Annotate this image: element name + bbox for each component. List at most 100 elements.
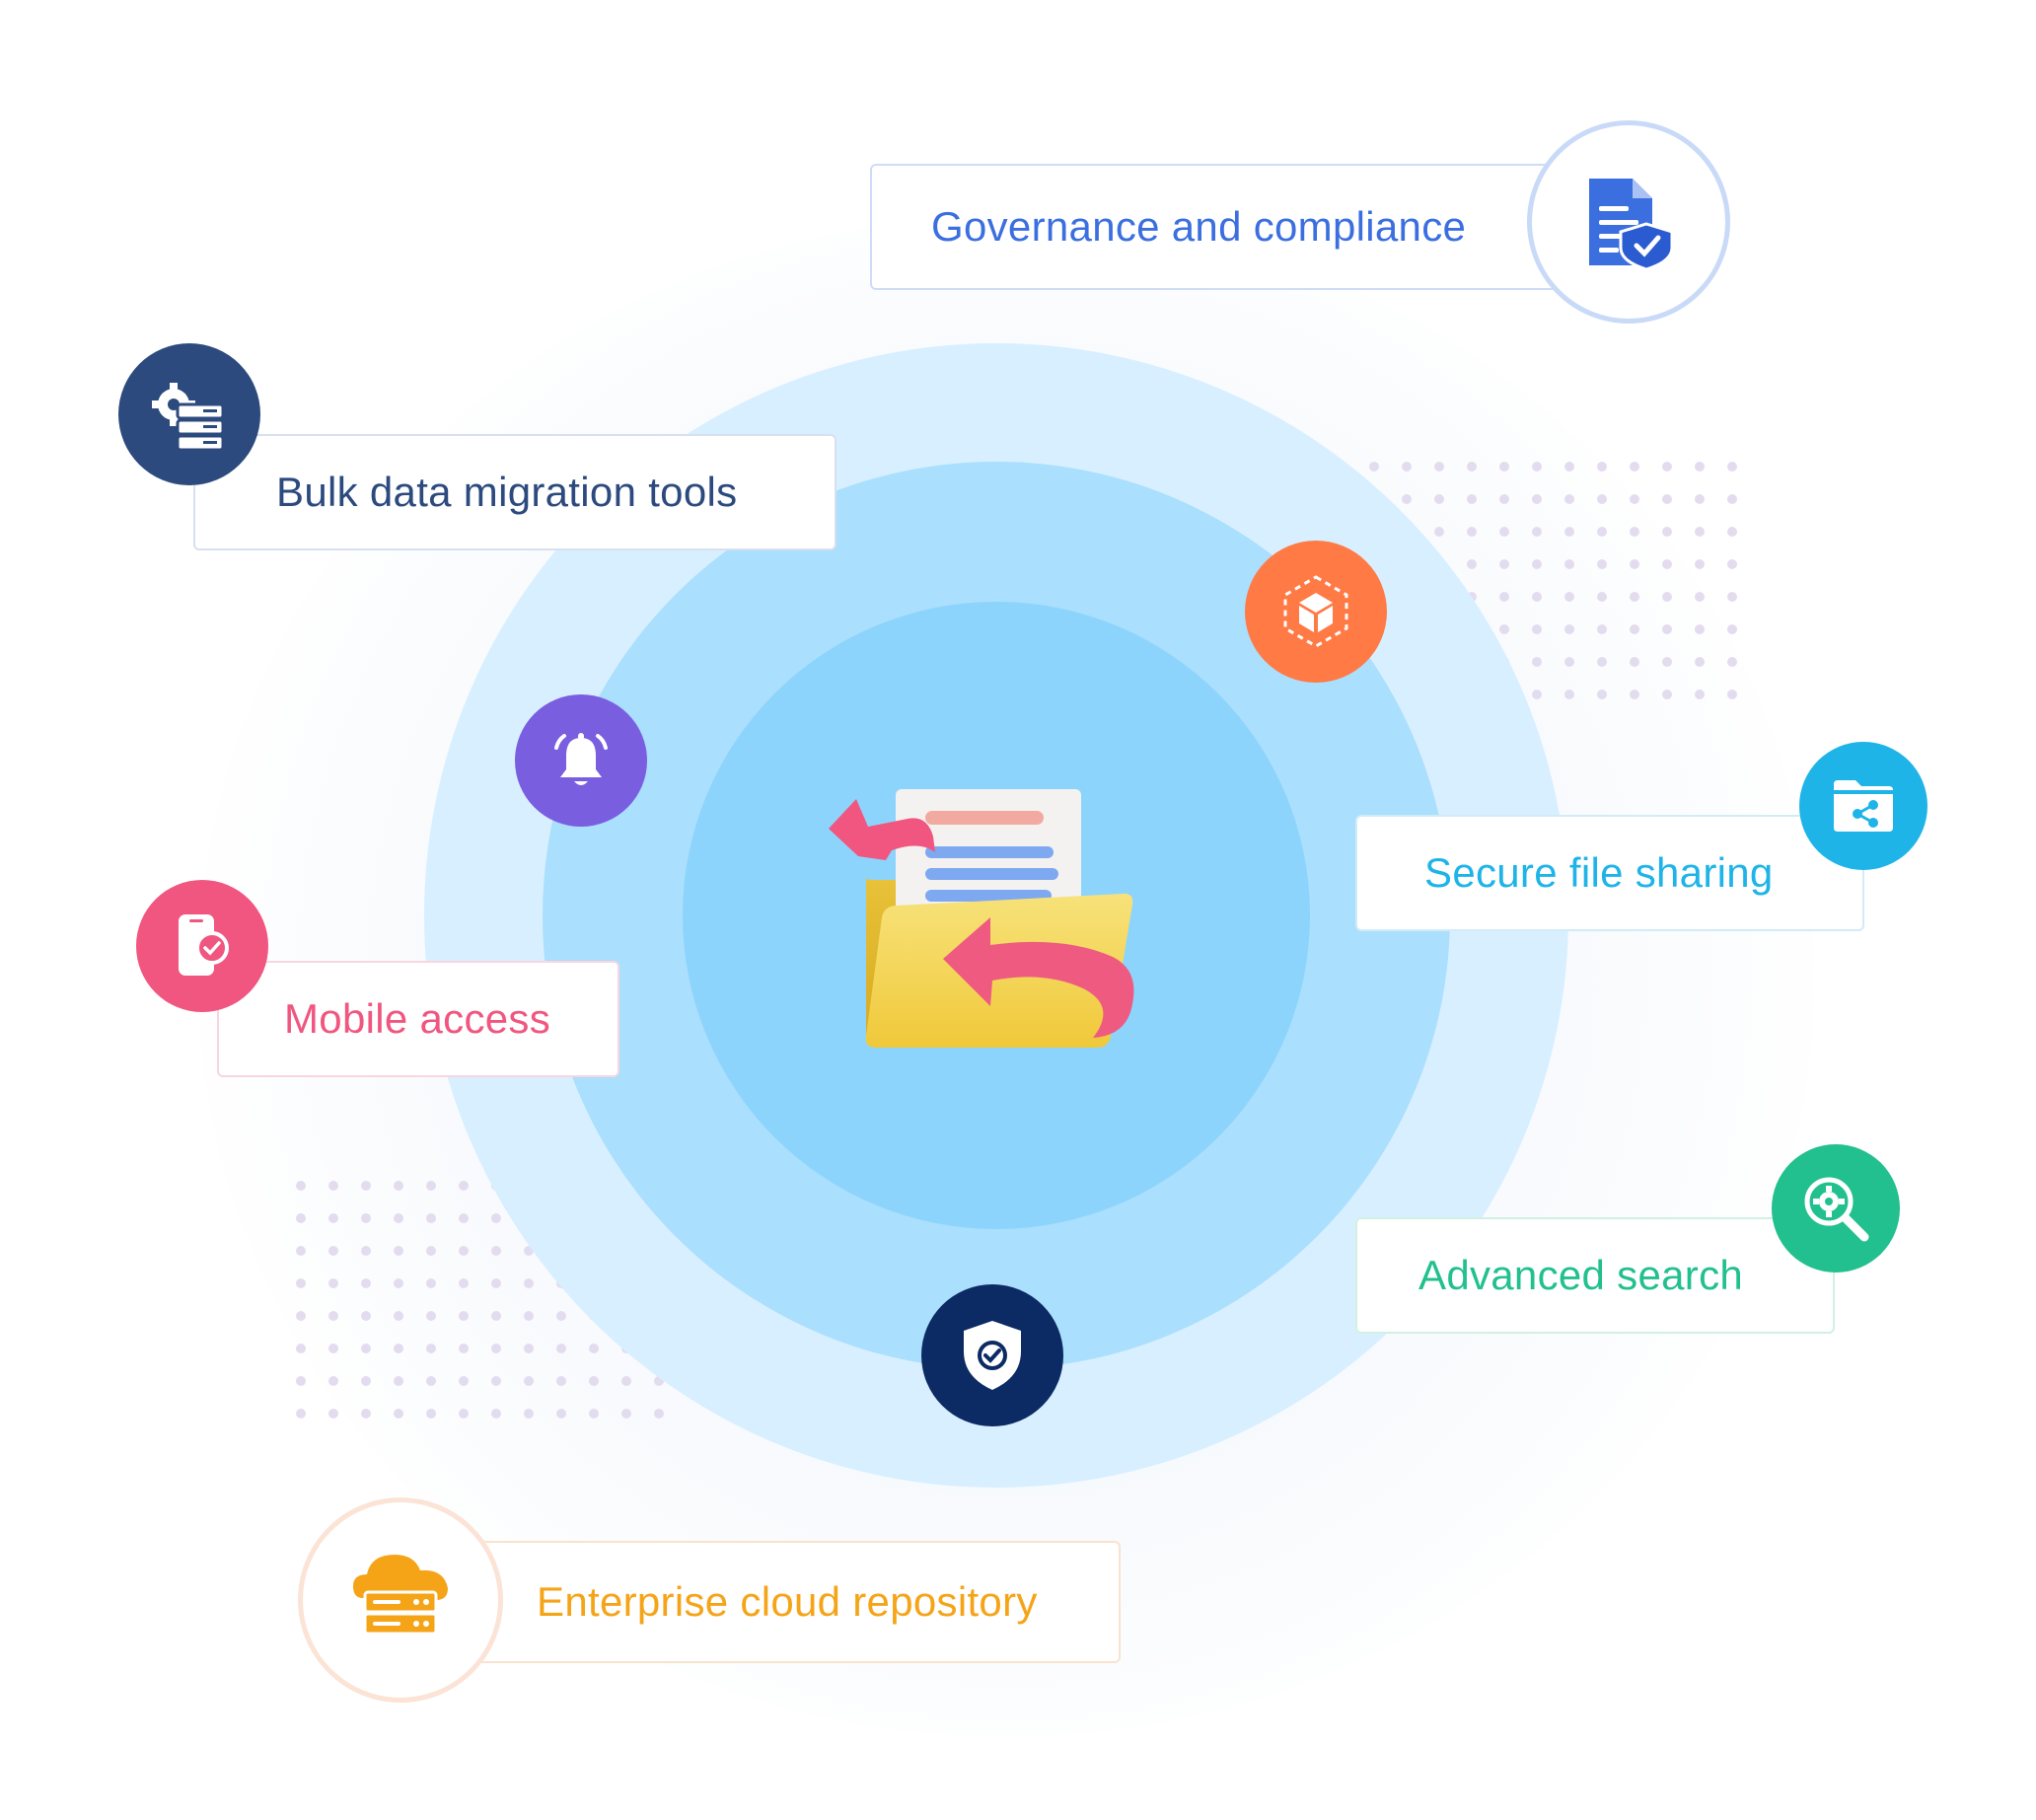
- dot: [589, 1376, 599, 1386]
- dot: [361, 1409, 371, 1419]
- search-gear-icon: [1804, 1177, 1869, 1242]
- dot: [1467, 559, 1477, 569]
- dot: [524, 1246, 534, 1256]
- dot: [296, 1376, 306, 1386]
- dot: [361, 1311, 371, 1321]
- bell-badge: [515, 694, 647, 827]
- dot: [1695, 559, 1705, 569]
- dot: [491, 1213, 501, 1223]
- dot: [459, 1376, 469, 1386]
- dot: [524, 1409, 534, 1419]
- dot: [1727, 624, 1737, 634]
- dot: [491, 1311, 501, 1321]
- dot: [1630, 657, 1639, 667]
- bulk-migration-label: Bulk data migration tools: [276, 469, 738, 515]
- dot: [1597, 690, 1607, 699]
- dot: [1499, 624, 1509, 634]
- dot: [394, 1376, 403, 1386]
- dot: [1630, 690, 1639, 699]
- dot: [556, 1376, 566, 1386]
- dot: [1564, 592, 1574, 602]
- dot: [1662, 690, 1672, 699]
- dot: [296, 1311, 306, 1321]
- dot: [1532, 690, 1542, 699]
- dot: [361, 1213, 371, 1223]
- dot: [394, 1213, 403, 1223]
- dot: [1695, 494, 1705, 504]
- cloud-repository-card: Enterprise cloud repository: [454, 1541, 1121, 1663]
- dot: [328, 1181, 338, 1191]
- dot: [394, 1344, 403, 1353]
- dot: [328, 1344, 338, 1353]
- dot: [1630, 494, 1639, 504]
- dot: [426, 1376, 436, 1386]
- cube-network-badge: [1245, 541, 1387, 683]
- dot: [459, 1246, 469, 1256]
- dot: [394, 1181, 403, 1191]
- dot: [654, 1376, 664, 1386]
- governance-compliance-label: Governance and compliance: [931, 203, 1467, 250]
- dot: [589, 1409, 599, 1419]
- dot: [296, 1246, 306, 1256]
- dot: [556, 1409, 566, 1419]
- dot: [524, 1376, 534, 1386]
- dot: [1597, 462, 1607, 472]
- bell-icon: [554, 733, 608, 785]
- dot: [589, 1344, 599, 1353]
- dot: [426, 1278, 436, 1288]
- dot: [1532, 624, 1542, 634]
- dot: [1662, 527, 1672, 537]
- dot: [1369, 462, 1379, 472]
- mobile-access-label: Mobile access: [284, 995, 551, 1042]
- dot: [1727, 690, 1737, 699]
- dot: [1727, 527, 1737, 537]
- dot: [1564, 657, 1574, 667]
- governance-compliance-card: Governance and compliance: [870, 164, 1561, 290]
- dot: [1727, 494, 1737, 504]
- shield-check-badge: [921, 1284, 1063, 1426]
- dot: [1662, 494, 1672, 504]
- dot: [1564, 462, 1574, 472]
- dot: [556, 1344, 566, 1353]
- dot: [459, 1278, 469, 1288]
- mobile-access-card: Mobile access: [217, 961, 619, 1077]
- dot: [394, 1278, 403, 1288]
- folder-transfer-icon: [829, 789, 1134, 1048]
- dot: [1499, 462, 1509, 472]
- dot: [426, 1344, 436, 1353]
- document-shield-icon: [1589, 179, 1674, 269]
- mobile-access-badge: [136, 880, 268, 1012]
- dot: [426, 1213, 436, 1223]
- dot: [361, 1376, 371, 1386]
- dot: [524, 1278, 534, 1288]
- dot: [361, 1181, 371, 1191]
- shield-check-icon: [964, 1321, 1021, 1390]
- dot: [1532, 527, 1542, 537]
- dot: [296, 1344, 306, 1353]
- dot: [361, 1246, 371, 1256]
- server-gear-icon: [152, 383, 225, 452]
- cube-network-icon: [1283, 575, 1348, 648]
- dot: [426, 1311, 436, 1321]
- secure-sharing-label: Secure file sharing: [1424, 849, 1774, 896]
- dot: [1402, 494, 1412, 504]
- dot: [296, 1278, 306, 1288]
- dot: [1564, 690, 1574, 699]
- dot: [621, 1409, 631, 1419]
- dot: [394, 1311, 403, 1321]
- dot: [1597, 657, 1607, 667]
- dot: [1597, 527, 1607, 537]
- dot: [1662, 592, 1672, 602]
- dot: [1532, 462, 1542, 472]
- cloud-repository-label: Enterprise cloud repository: [537, 1578, 1038, 1625]
- dot: [491, 1278, 501, 1288]
- dot: [1499, 559, 1509, 569]
- folder-share-icon: [1834, 780, 1893, 832]
- dot: [524, 1311, 534, 1321]
- mobile-check-icon: [179, 914, 229, 976]
- dot: [491, 1246, 501, 1256]
- dot: [1564, 624, 1574, 634]
- dot: [328, 1409, 338, 1419]
- dot: [1597, 559, 1607, 569]
